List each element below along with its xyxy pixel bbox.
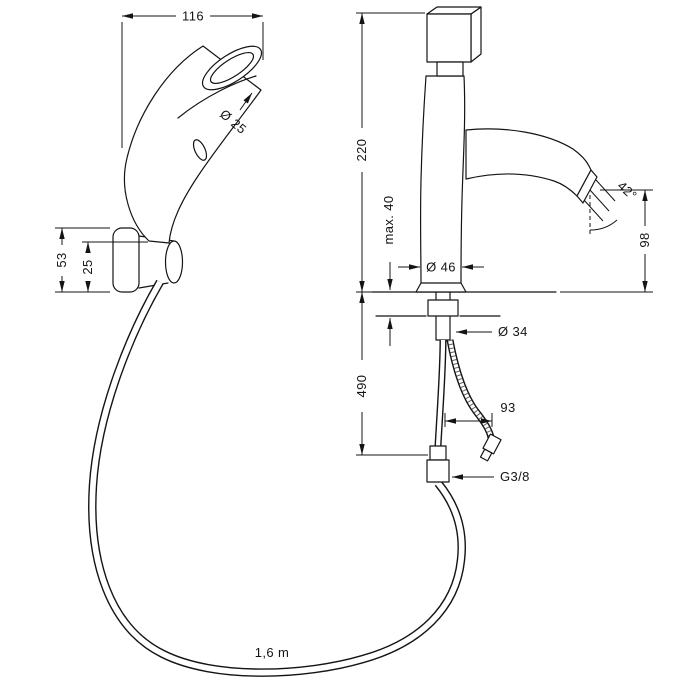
dim-25-holder-label: 25 bbox=[80, 259, 95, 274]
hand-sprayer bbox=[123, 45, 263, 244]
faucet-assembly bbox=[371, 6, 616, 483]
dim-220-label: 220 bbox=[354, 139, 369, 162]
dim-46-label-bg bbox=[422, 259, 460, 275]
spray-face bbox=[201, 45, 263, 91]
shower-hose bbox=[88, 279, 466, 677]
dim-53-label: 53 bbox=[54, 252, 69, 267]
sprayer-button bbox=[192, 139, 208, 161]
dimension-annotations: 116 Ø 25 53 25 220 bbox=[54, 9, 653, 660]
dim-98: 98 bbox=[560, 189, 653, 293]
dim-98-label: 98 bbox=[637, 232, 652, 247]
handle-neck bbox=[436, 61, 464, 77]
dim-46-label: Ø 46 bbox=[426, 260, 456, 275]
dim-490-label: 490 bbox=[354, 375, 369, 398]
dim-max40-label: max. 40 bbox=[381, 195, 396, 244]
dim-116-label: 116 bbox=[182, 9, 204, 24]
handle-top-face bbox=[426, 6, 482, 15]
hose-length-label: 1,6 m bbox=[255, 645, 290, 660]
sprayer-body bbox=[123, 45, 262, 244]
dim-116: 116 bbox=[121, 9, 264, 148]
holder-wall-plate bbox=[112, 227, 140, 293]
supply-hose-connector bbox=[479, 433, 502, 462]
dim-42-label: 42° bbox=[615, 178, 641, 203]
supply-hose-braid bbox=[447, 339, 494, 439]
hose-fitting-g38 bbox=[426, 459, 450, 483]
dim-diameter-46: Ø 46 bbox=[398, 259, 484, 275]
holder-cup-rim bbox=[164, 240, 184, 284]
dim-max-40: max. 40 bbox=[381, 195, 396, 346]
mounting-nut bbox=[427, 299, 459, 317]
faucet-handle bbox=[426, 6, 482, 77]
faucet-body bbox=[415, 75, 467, 293]
dim-angle-42: 42° bbox=[589, 178, 641, 236]
dim-93-label: 93 bbox=[500, 400, 515, 415]
sprayer-seam bbox=[177, 75, 257, 119]
dim-diameter-34: Ø 34 bbox=[456, 324, 528, 339]
dim-53: 53 bbox=[54, 227, 110, 293]
dim-g38-label: G3/8 bbox=[500, 469, 530, 484]
wall-holder bbox=[112, 227, 184, 293]
dim-34-label: Ø 34 bbox=[498, 324, 528, 339]
dim-220: 220 bbox=[354, 12, 425, 293]
aerator bbox=[576, 169, 598, 204]
hose-fitting-upper bbox=[429, 445, 447, 461]
dim-g38: G3/8 bbox=[452, 469, 530, 484]
faucet-spout bbox=[465, 128, 592, 197]
handle-front-face bbox=[426, 13, 472, 63]
dim-490: 490 bbox=[354, 292, 428, 456]
handle-side-face bbox=[470, 6, 482, 63]
spray-face-inner bbox=[209, 52, 255, 84]
dim-25-holder: 25 bbox=[80, 241, 148, 292]
dim-93: 93 bbox=[444, 400, 515, 427]
